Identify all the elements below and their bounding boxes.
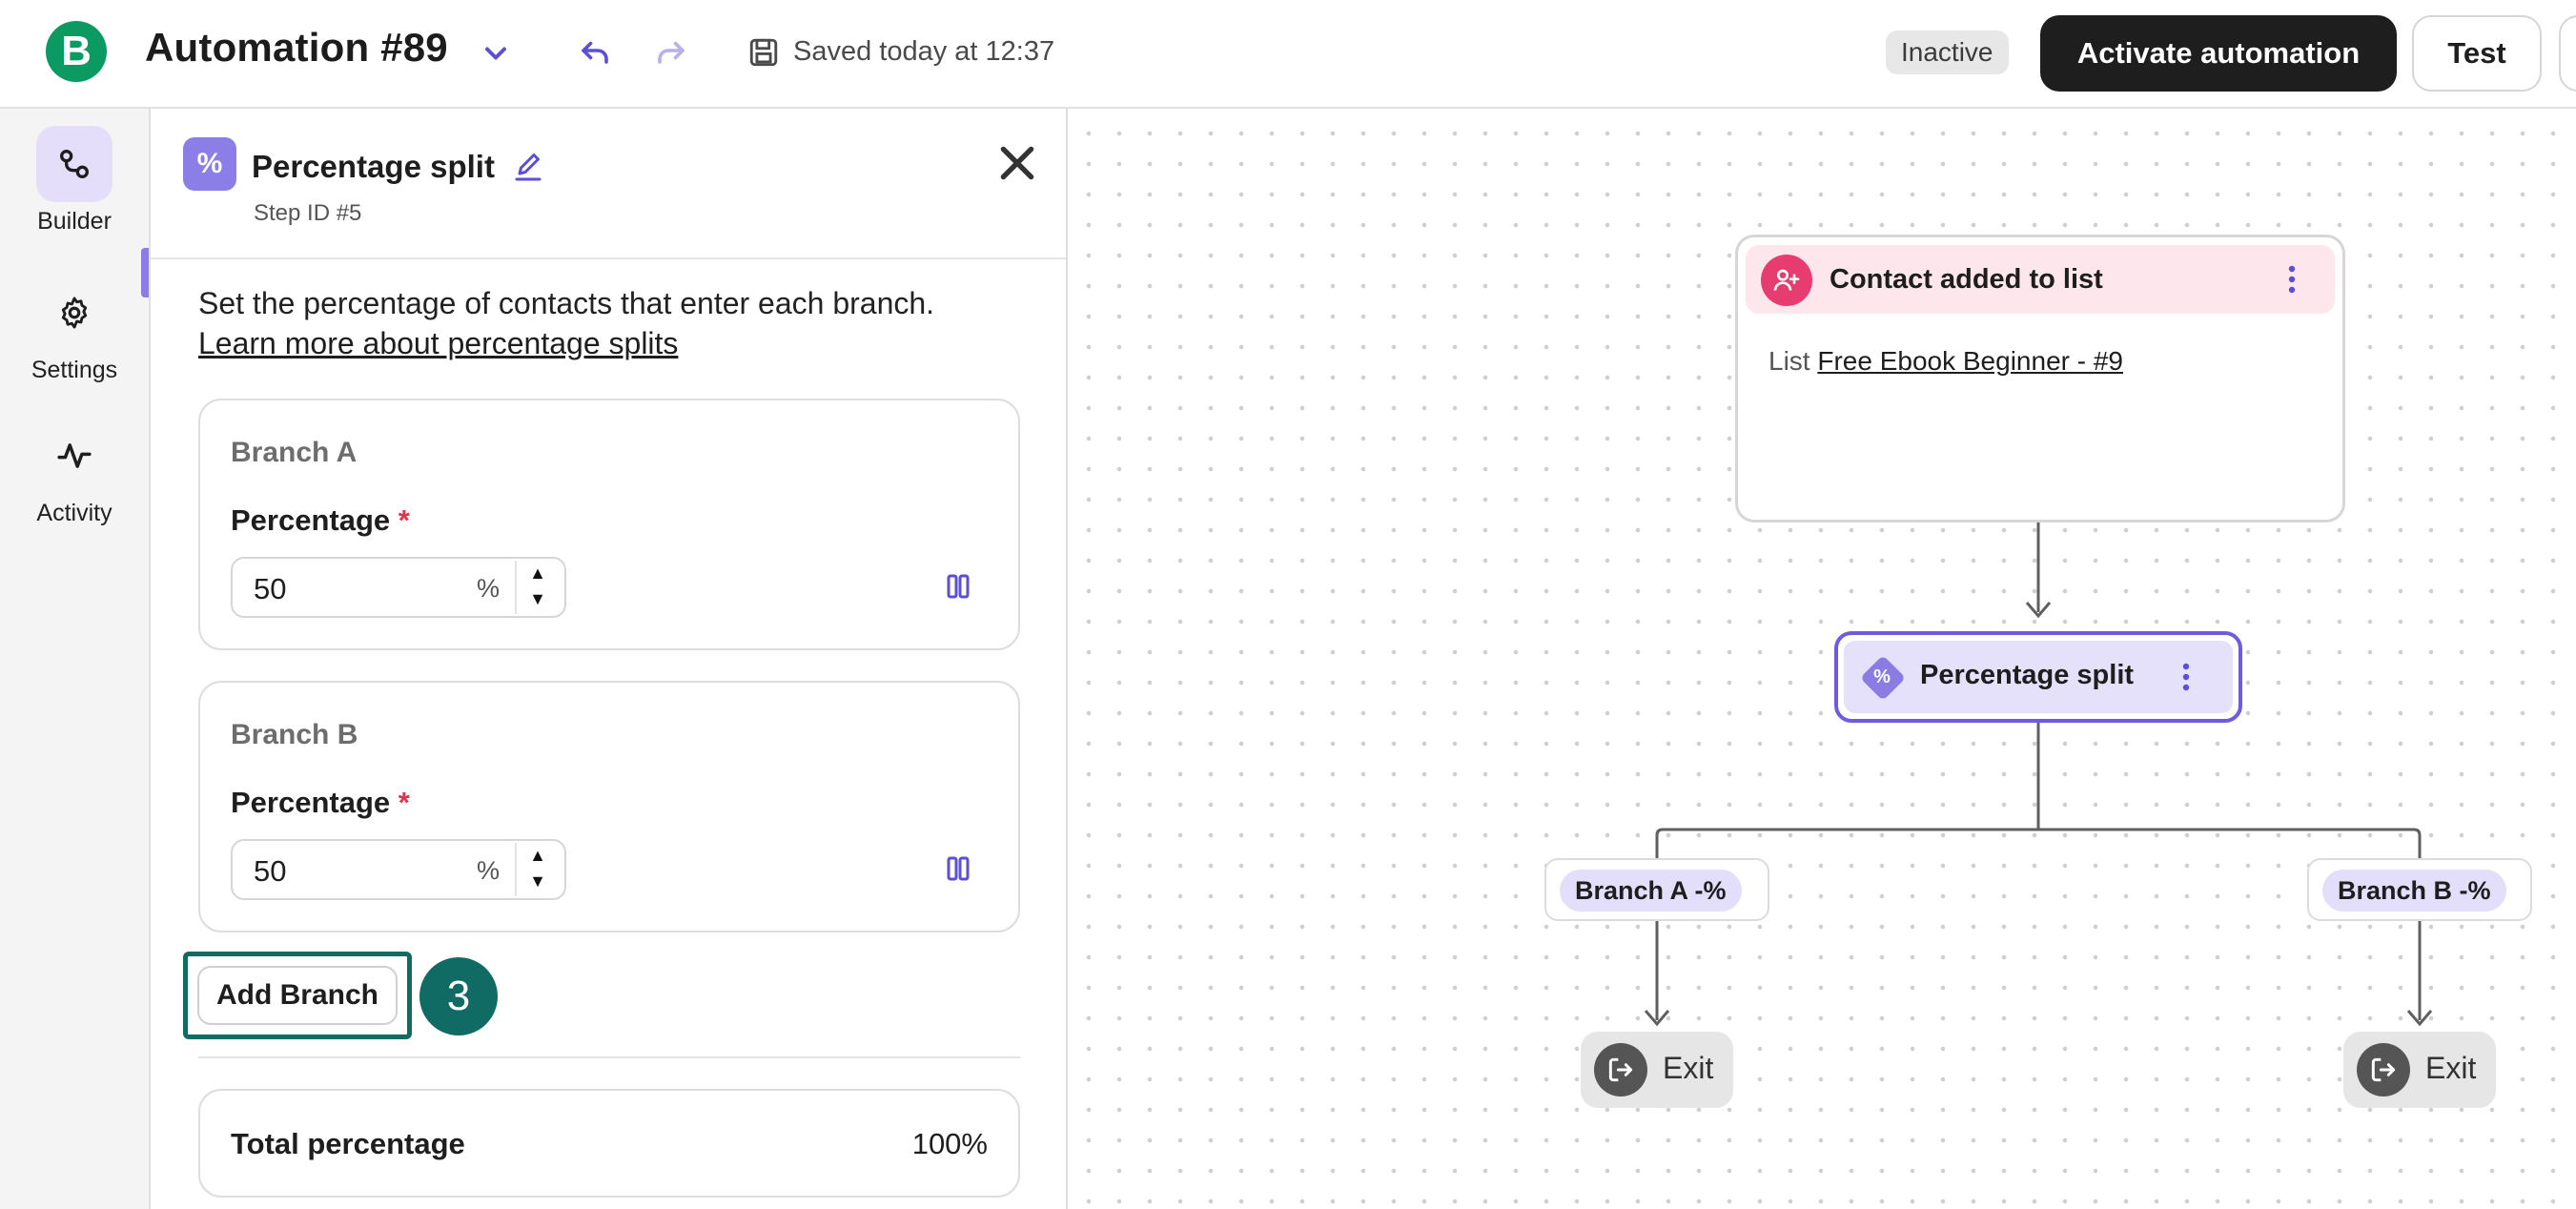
automation-title[interactable]: Automation #89 [145, 25, 448, 70]
percentage-input-a[interactable]: 50 % ▲ ▼ [231, 557, 566, 618]
branch-tag-b[interactable]: Branch B -% [2307, 858, 2532, 921]
left-rail: Builder Settings Activity [0, 109, 151, 1209]
active-tab-indicator [141, 248, 149, 297]
percentage-value[interactable]: 50 [254, 572, 287, 605]
kebab-menu-icon[interactable] [2179, 660, 2193, 694]
rail-item-builder[interactable]: Builder [0, 126, 149, 236]
percentage-label: Percentage * [231, 503, 410, 538]
list-prefix: List [1768, 346, 1810, 376]
branch-color-icon [947, 574, 970, 599]
branch-tag-a[interactable]: Branch A -% [1544, 858, 1769, 921]
decrement-icon[interactable]: ▼ [529, 589, 546, 608]
percentage-icon: % [183, 137, 236, 191]
panel-header: % Percentage split Step ID #5 [151, 109, 1066, 259]
panel-description: Set the percentage of contacts that ente… [198, 286, 935, 320]
close-icon[interactable] [993, 139, 1041, 187]
branch-card-b: Branch B Percentage * 50 % ▲ ▼ [198, 681, 1020, 932]
rail-label-activity: Activity [36, 500, 112, 526]
percentage-label: Percentage * [231, 786, 410, 820]
status-badge: Inactive [1886, 31, 2009, 74]
split-node-body: % Percentage split [1844, 641, 2233, 713]
branch-tag-label: Branch A -% [1560, 870, 1742, 912]
gear-icon [36, 275, 112, 351]
total-percentage-card: Total percentage 100% [198, 1089, 1020, 1198]
branch-card-a: Branch A Percentage * 50 % ▲ ▼ [198, 399, 1020, 650]
list-link[interactable]: Free Ebook Beginner - #9 [1817, 346, 2123, 376]
decrement-icon[interactable]: ▼ [529, 871, 546, 891]
exit-icon [1594, 1043, 1647, 1096]
chevron-down-icon[interactable] [479, 36, 513, 71]
step-editor-panel: % Percentage split Step ID #5 Set the pe… [151, 109, 1068, 1209]
activity-icon [36, 418, 112, 494]
percentage-unit: % [477, 856, 501, 885]
trigger-node-body: List Free Ebook Beginner - #9 [1768, 346, 2123, 377]
floppy-disk-icon [749, 38, 778, 67]
exit-label: Exit [1663, 1051, 1714, 1085]
exit-icon [2357, 1043, 2410, 1096]
split-node-title: Percentage split [1920, 660, 2135, 690]
redo-icon[interactable] [654, 36, 688, 71]
step-number-badge: 3 [419, 957, 498, 1035]
percentage-split-icon: % [1859, 654, 1907, 702]
add-branch-button[interactable]: Add Branch [197, 966, 398, 1025]
split-node[interactable]: % Percentage split [1834, 631, 2242, 723]
divider [198, 1056, 1020, 1058]
percentage-unit: % [477, 574, 501, 603]
trigger-node-title: Contact added to list [1830, 264, 2103, 295]
branch-name[interactable]: Branch B [231, 719, 358, 750]
rail-label-builder: Builder [37, 208, 112, 235]
branch-color-icon [947, 856, 970, 881]
kebab-menu-icon[interactable] [2285, 262, 2299, 297]
rail-label-settings: Settings [31, 357, 118, 383]
top-bar: B Automation #89 Saved today at 12:37 In… [0, 0, 2576, 109]
workflow-canvas[interactable]: Contact added to list List Free Ebook Be… [1068, 109, 2576, 1209]
branch-tag-label: Branch B -% [2322, 870, 2506, 912]
brand-logo[interactable]: B [46, 21, 107, 82]
more-options-button[interactable] [2559, 15, 2576, 92]
increment-icon[interactable]: ▲ [529, 564, 546, 583]
activate-automation-button[interactable]: Activate automation [2040, 15, 2397, 92]
connector-lines [1644, 523, 2433, 1027]
exit-label: Exit [2425, 1051, 2477, 1085]
exit-node-b[interactable]: Exit [2343, 1032, 2496, 1108]
add-branch-highlight: Add Branch [183, 952, 412, 1039]
learn-more-link[interactable]: Learn more about percentage splits [198, 326, 679, 360]
total-percentage-label: Total percentage [231, 1127, 465, 1160]
rail-item-settings[interactable]: Settings [0, 275, 149, 384]
percentage-label-text: Percentage [231, 503, 391, 537]
test-button[interactable]: Test [2412, 15, 2542, 92]
total-percentage-value: 100% [911, 1127, 988, 1160]
percentage-stepper[interactable]: ▲ ▼ [515, 843, 559, 896]
step-id: Step ID #5 [254, 200, 362, 226]
increment-icon[interactable]: ▲ [529, 846, 546, 865]
percentage-input-b[interactable]: 50 % ▲ ▼ [231, 839, 566, 900]
rail-item-activity[interactable]: Activity [0, 418, 149, 527]
saved-status-text: Saved today at 12:37 [793, 36, 1055, 67]
branch-name[interactable]: Branch A [231, 437, 358, 468]
required-mark: * [398, 786, 410, 819]
step-title: Percentage split [252, 149, 495, 184]
pencil-icon[interactable] [511, 151, 545, 185]
percentage-value[interactable]: 50 [254, 854, 287, 888]
builder-icon [36, 126, 112, 202]
undo-icon[interactable] [578, 36, 612, 71]
required-mark: * [398, 503, 410, 537]
percentage-stepper[interactable]: ▲ ▼ [515, 561, 559, 614]
trigger-node[interactable]: Contact added to list List Free Ebook Be… [1735, 235, 2345, 523]
percentage-label-text: Percentage [231, 786, 391, 819]
exit-node-a[interactable]: Exit [1581, 1032, 1733, 1108]
trigger-node-header: Contact added to list [1746, 245, 2335, 314]
user-plus-icon [1761, 255, 1812, 306]
